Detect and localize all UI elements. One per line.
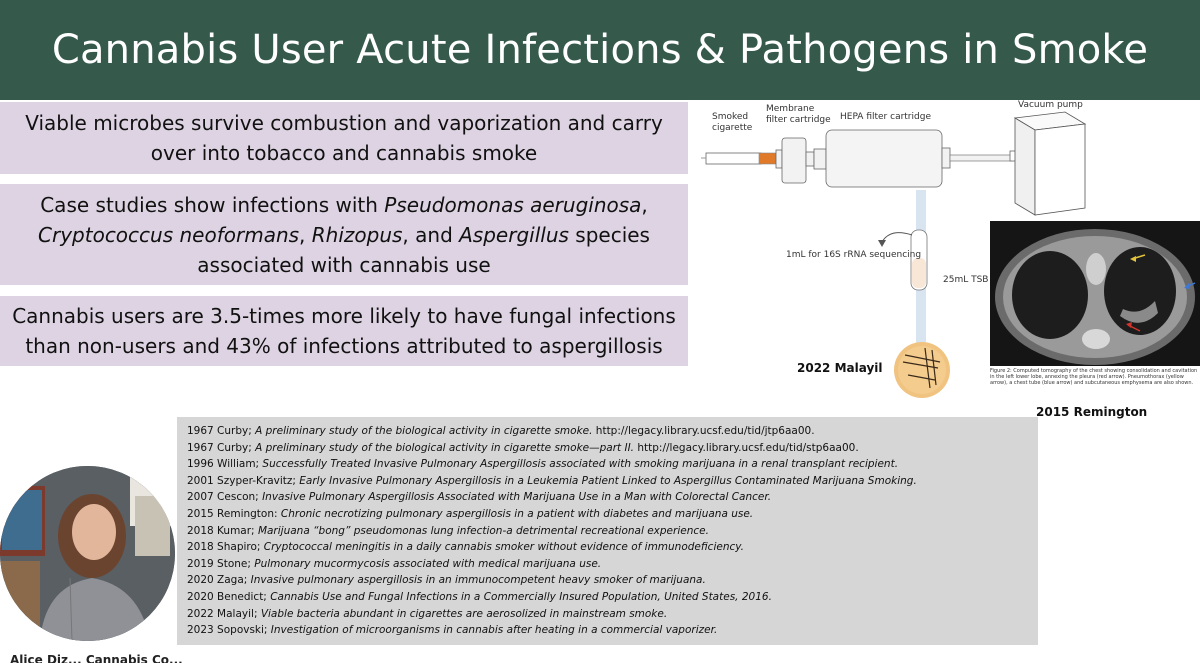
label-tsb: 25mL TSB xyxy=(943,275,989,285)
text-run: Viable microbes survive combustion and v… xyxy=(25,111,663,165)
reference-citation: 1967 Curby; xyxy=(187,441,256,454)
label-hepa-filter: HEPA filter cartridge xyxy=(840,112,931,122)
ct-figure-caption: Figure 2: Computed tomography of the che… xyxy=(990,368,1198,386)
apparatus-drawing xyxy=(701,111,1087,398)
reference-item: 2020 Benedict; Cannabis Use and Fungal I… xyxy=(187,589,1028,606)
species-name: Cryptococcus neoformans xyxy=(38,222,300,247)
bullet-text: Viable microbes survive combustion and v… xyxy=(8,108,680,168)
reference-item: 2001 Szyper-Kravitz; Early Invasive Pulm… xyxy=(187,473,1028,490)
diagram-author: 2022 Malayil xyxy=(797,361,883,375)
reference-title: Pulmonary mucormycosis associated with m… xyxy=(254,557,602,570)
reference-citation: 2019 Stone; xyxy=(187,557,255,570)
reference-link[interactable]: http://legacy.library.ucsf.edu/tid/stp6a… xyxy=(634,441,859,454)
slide-title-bar: Cannabis User Acute Infections & Pathoge… xyxy=(0,0,1200,100)
reference-citation: 2018 Kumar; xyxy=(187,524,258,537)
species-name: Aspergillus xyxy=(459,222,569,247)
reference-title: Chronic necrotizing pulmonary aspergillo… xyxy=(280,507,754,520)
ct-scan-image xyxy=(990,221,1200,366)
reference-title: Cryptococcal meningitis in a daily canna… xyxy=(263,541,744,554)
reference-item: 2019 Stone; Pulmonary mucormycosis assoc… xyxy=(187,556,1028,573)
reference-item: 2022 Malayil; Viable bacteria abundant i… xyxy=(187,606,1028,623)
text-run: Case studies show infections with xyxy=(40,192,385,217)
reference-item: 2018 Shapiro; Cryptococcal meningitis in… xyxy=(187,539,1028,556)
reference-citation: 2020 Benedict; xyxy=(187,590,271,603)
bullet-box: Cannabis users are 3.5-times more likely… xyxy=(0,296,688,366)
text-run: Cannabis users are 3.5-times more likely… xyxy=(12,304,676,358)
label-sequencing: 1mL for 16S rRNA sequencing xyxy=(786,250,922,260)
reference-title: Invasive Pulmonary Aspergillosis Associa… xyxy=(262,491,772,504)
text-run: , xyxy=(299,222,312,247)
reference-title: Successfully Treated Invasive Pulmonary … xyxy=(262,458,899,471)
reference-link[interactable]: http://legacy.library.ucsf.edu/tid/jtp6a… xyxy=(592,425,815,437)
reference-title: Viable bacteria abundant in cigarettes a… xyxy=(260,607,668,620)
reference-item: 2020 Zaga; Invasive pulmonary aspergillo… xyxy=(187,572,1028,589)
reference-item: 2023 Sopovski; Investigation of microorg… xyxy=(187,622,1028,639)
text-run: species associated with cannabis use xyxy=(197,222,650,277)
reference-citation: 2023 Sopovski; xyxy=(187,624,271,637)
reference-title: Cannabis Use and Fungal Infections in a … xyxy=(270,590,772,603)
reference-title: Marijuana “bong” pseudomonas lung infect… xyxy=(257,524,709,537)
label-smoked-cigarette: Smoked cigarette xyxy=(712,112,753,133)
bullet-box: Viable microbes survive combustion and v… xyxy=(0,102,688,174)
label-membrane-filter: Membrane filter cartridge xyxy=(766,104,831,125)
reference-citation: 2015 Remington: xyxy=(187,507,281,520)
reference-title: A preliminary study of the biological ac… xyxy=(255,441,635,454)
reference-item: 2015 Remington: Chronic necrotizing pulm… xyxy=(187,506,1028,523)
text-run: , xyxy=(641,192,648,217)
label-vacuum-pump: Vacuum pump xyxy=(1018,100,1083,110)
reference-item: 2007 Cescon; Invasive Pulmonary Aspergil… xyxy=(187,489,1028,506)
reference-citation: 1996 William; xyxy=(187,458,263,471)
reference-citation: 2001 Szyper-Kravitz; xyxy=(187,474,300,487)
reference-title: Early Invasive Pulmonary Aspergillosis i… xyxy=(299,474,917,487)
reference-citation: 2018 Shapiro; xyxy=(187,541,264,554)
references-box: 1967 Curby; A preliminary study of the b… xyxy=(177,417,1038,645)
text-run: , and xyxy=(402,222,460,247)
reference-citation: 1967 Curby; xyxy=(187,425,256,437)
presenter-video[interactable] xyxy=(0,466,175,641)
speaker-name-label: Alice Diz... Cannabis Co... xyxy=(10,653,183,663)
reference-item: 1967 Curby; A preliminary study of the b… xyxy=(187,423,1028,440)
bullet-text: Cannabis users are 3.5-times more likely… xyxy=(8,301,680,361)
reference-item: 1967 Curby; A preliminary study of the b… xyxy=(187,440,1028,457)
species-name: Rhizopus xyxy=(311,222,403,247)
presenter-avatar xyxy=(0,466,175,641)
ct-figure-author: 2015 Remington xyxy=(1036,405,1148,419)
reference-title: Investigation of microorganisms in canna… xyxy=(270,624,718,637)
reference-citation: 2007 Cescon; xyxy=(187,491,263,504)
reference-citation: 2022 Malayil; xyxy=(187,607,261,620)
bullet-box: Case studies show infections with Pseudo… xyxy=(0,184,688,285)
ct-scan-drawing xyxy=(990,221,1200,366)
reference-title: Invasive pulmonary aspergillosis in an i… xyxy=(250,574,706,587)
species-name: Pseudomonas aeruginosa xyxy=(384,192,642,217)
bullet-text: Case studies show infections with Pseudo… xyxy=(8,190,680,280)
reference-citation: 2020 Zaga; xyxy=(187,574,251,587)
smoke-collection-diagram: Smoked cigarette Membrane filter cartrid… xyxy=(700,100,1090,400)
reference-title: A preliminary study of the biological ac… xyxy=(255,425,593,437)
reference-item: 1996 William; Successfully Treated Invas… xyxy=(187,456,1028,473)
reference-item: 2018 Kumar; Marijuana “bong” pseudomonas… xyxy=(187,523,1028,540)
slide-title: Cannabis User Acute Infections & Pathoge… xyxy=(51,27,1149,73)
